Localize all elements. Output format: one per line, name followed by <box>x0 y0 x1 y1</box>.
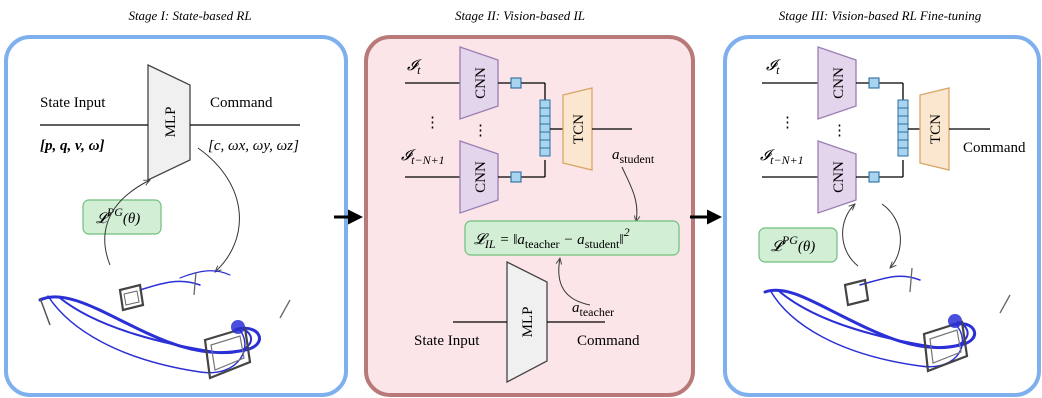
vertical-dots-4: ⋮ <box>832 123 847 139</box>
feature-top-2 <box>510 77 522 89</box>
a-student-label: astudent <box>612 147 655 166</box>
tcn-label-3: TCN <box>928 114 944 144</box>
tcn-label-2: TCN <box>571 114 587 144</box>
il-loss: 𝓛IL = ‖ateacher − astudent‖2 <box>474 225 630 251</box>
vertical-dots-1: ⋮ <box>425 115 440 131</box>
stage-3-content: 𝓘t 𝓘t−N+1 ⋮ ⋮ CNN CNN TCN Command <box>758 46 1026 373</box>
cnn-block-bottom-3 <box>817 140 857 214</box>
tcn-block-3 <box>919 87 950 171</box>
command-label-3: Command <box>963 140 1026 156</box>
vertical-dots-2: ⋮ <box>473 123 488 139</box>
feature-bottom-2 <box>510 171 522 183</box>
mlp-block-1 <box>147 63 191 182</box>
cnn-block-bottom-2 <box>459 140 499 214</box>
state-vector: [p, q, v, ω] <box>40 138 104 154</box>
cnn-label-top-3: CNN <box>831 67 847 99</box>
cnn-block-top-3 <box>817 46 857 120</box>
trajectory-illustration-3 <box>763 267 1011 373</box>
feature-bottom-3 <box>868 171 880 183</box>
stage-3-title: Stage III: Vision-based RL Fine-tuning <box>779 8 982 23</box>
mlp-label-1: MLP <box>163 107 179 138</box>
command-label-2: Command <box>577 333 640 349</box>
cnn-label-bottom-3: CNN <box>831 161 847 193</box>
mlp-block-2 <box>506 260 548 384</box>
stage-1-content: MLP State Input Command [p, q, v, ω] [c,… <box>38 63 300 380</box>
state-input-label-2: State Input <box>414 333 480 349</box>
command-vector: [c, ωx, ωy, ωz] <box>208 138 299 154</box>
feature-top-3 <box>868 77 880 89</box>
a-teacher-label: ateacher <box>572 300 614 319</box>
feature-stack-3 <box>897 99 909 157</box>
pg-loss-box-3 <box>758 227 838 263</box>
feature-stack-2 <box>539 99 551 157</box>
cnn-block-top-2 <box>459 46 499 120</box>
il-loss-box <box>464 220 680 256</box>
stage-1-title: Stage I: State-based RL <box>128 8 251 23</box>
trajectory-illustration-1 <box>38 270 291 380</box>
mlp-label-2: MLP <box>520 307 536 338</box>
stage-2-title: Stage II: Vision-based IL <box>455 8 585 23</box>
vertical-dots-3: ⋮ <box>780 115 795 131</box>
stage-3-panel <box>723 35 1041 397</box>
state-input-label-1: State Input <box>40 95 106 111</box>
cnn-label-bottom-2: CNN <box>473 161 489 193</box>
command-label-1: Command <box>210 95 273 111</box>
cnn-label-top-2: CNN <box>473 67 489 99</box>
tcn-block-2 <box>562 87 593 171</box>
stage-2-content: 𝓘t 𝓘t−N+1 ⋮ ⋮ CNN CNN TCN <box>401 46 680 384</box>
